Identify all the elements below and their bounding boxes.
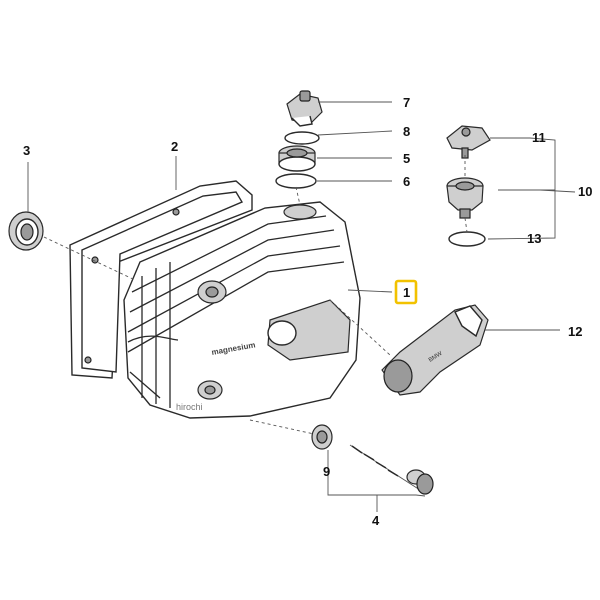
part-11-vent-cap <box>446 125 491 159</box>
callout-3: 3 <box>23 143 30 158</box>
callout-7: 7 <box>403 95 410 110</box>
part-4-bolt <box>349 444 434 495</box>
callout-2: 2 <box>171 139 178 154</box>
callout-13: 13 <box>527 231 541 246</box>
part-5-threaded-insert <box>278 145 316 172</box>
callout-10: 10 <box>578 184 592 199</box>
callout-labels: 7 8 5 6 3 2 1 12 11 10 13 9 4 <box>23 95 592 528</box>
callout-1: 1 <box>403 285 410 300</box>
callout-5: 5 <box>403 151 410 166</box>
part-3-seal-ring <box>8 211 44 251</box>
callout-12: 12 <box>568 324 582 339</box>
leader-lines <box>27 101 576 512</box>
watermark: hirochi <box>176 402 203 412</box>
callout-9: 9 <box>323 464 330 479</box>
part-1-valve-cover <box>123 201 361 419</box>
part-8-o-ring <box>284 131 320 145</box>
part-7-filler-plug <box>286 90 323 127</box>
callout-1-highlight <box>394 279 418 305</box>
part-10-breather-valve <box>446 177 484 219</box>
part-6-gasket-ring <box>275 173 317 189</box>
callout-11: 11 <box>532 130 546 145</box>
callout-4: 4 <box>372 513 380 528</box>
part-13-seal-ring <box>448 231 486 247</box>
part-2-gasket <box>69 180 253 379</box>
callout-8: 8 <box>403 124 410 139</box>
callout-6: 6 <box>403 174 410 189</box>
part-9-grommet <box>311 424 333 450</box>
part-12-head-guard: BMW <box>381 304 489 396</box>
